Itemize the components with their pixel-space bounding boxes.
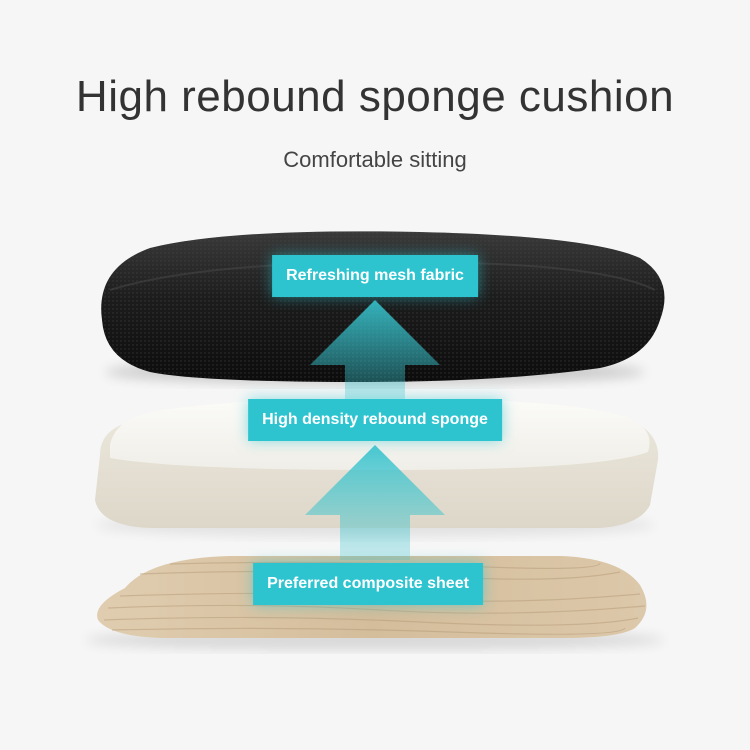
layer-label-mesh: Refreshing mesh fabric (272, 255, 478, 297)
up-arrow-icon (305, 445, 445, 560)
layer-label-sponge: High density rebound sponge (248, 399, 502, 441)
layer-label-composite: Preferred composite sheet (253, 563, 483, 605)
mesh-fabric-layer (101, 231, 665, 384)
page-subtitle: Comfortable sitting (283, 147, 467, 172)
up-arrow-icon (310, 300, 440, 405)
page-title: High rebound sponge cushion (75, 72, 675, 121)
